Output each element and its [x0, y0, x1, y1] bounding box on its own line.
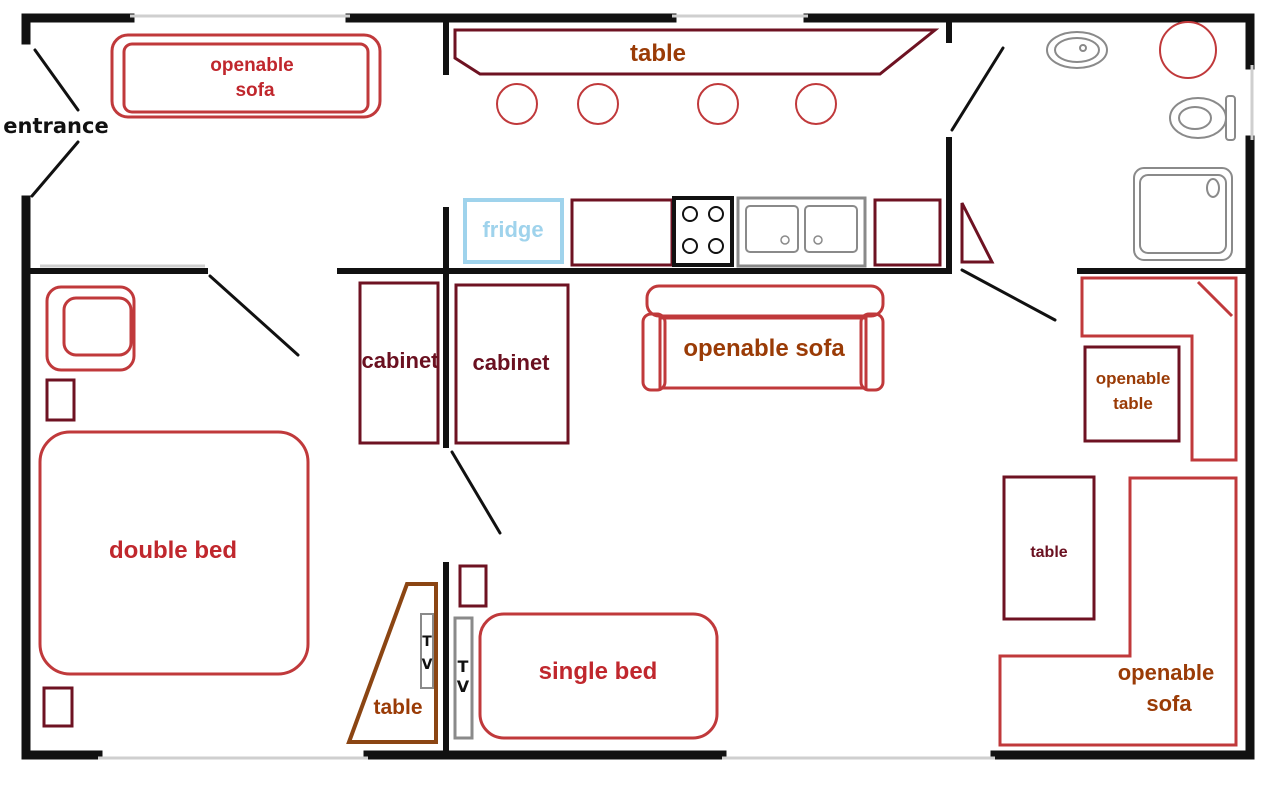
- corner-shelf: [960, 202, 995, 264]
- entrance-label: entrance: [3, 114, 108, 138]
- fridge-label: fridge: [482, 217, 543, 242]
- kitchen-table-label: table: [630, 40, 686, 67]
- sofa-middle-arm-right: [859, 312, 885, 392]
- burner-icon: [682, 238, 698, 254]
- kitchen-cabinet-2: [873, 198, 942, 267]
- shower-drain: [1206, 178, 1220, 198]
- sink-basin-right: [804, 205, 858, 253]
- washbasin-icon: [1046, 31, 1108, 69]
- sofa-top-inner: [122, 42, 370, 114]
- kitchen-cabinet-1: [570, 198, 674, 267]
- small-table-label: table: [1030, 544, 1067, 561]
- tv-right-letter-v: V: [457, 677, 470, 696]
- cabinet-right-label: cabinet: [472, 350, 550, 375]
- triangle-table: [346, 582, 438, 744]
- tv-right-body: [453, 616, 474, 740]
- openable-sofa-middle: [641, 284, 885, 392]
- corner-bench: [1080, 276, 1238, 462]
- openable-sofa-right-label-2: sofa: [1146, 691, 1192, 716]
- openable-sofa-right-label-1: openable: [1118, 660, 1215, 685]
- burner-icon: [708, 206, 724, 222]
- doors: [30, 46, 1057, 535]
- windows: [40, 14, 1254, 760]
- openable-sofa-middle-label: openable sofa: [683, 335, 845, 362]
- door-bedroom: [208, 274, 300, 357]
- fridge: [463, 198, 564, 264]
- stool: [577, 83, 619, 125]
- tv-right: T V: [453, 616, 474, 740]
- shower-tray-inner: [1139, 174, 1227, 254]
- toilet-bowl: [1178, 106, 1212, 130]
- sofa-middle-arm-left: [641, 312, 667, 392]
- interior-walls: [23, 21, 1253, 758]
- sofa-middle-back: [645, 284, 885, 318]
- openable-sofa-top-label-2: sofa: [235, 80, 275, 101]
- kitchen-table: [453, 28, 940, 76]
- door-bathroom: [950, 46, 1005, 132]
- door-entrance-upper: [33, 48, 80, 112]
- stove: [672, 196, 734, 267]
- nightstand: [42, 686, 74, 728]
- corner-bench-diagonal: [1196, 280, 1234, 318]
- drain-icon: [813, 235, 823, 245]
- openable-table-label-2: table: [1113, 394, 1153, 413]
- toilet-tank: [1225, 95, 1236, 141]
- door-hall: [450, 450, 502, 535]
- bathroom-fixtures: [1046, 21, 1236, 261]
- small-cabinet: [458, 564, 488, 608]
- small-table: [1002, 475, 1096, 621]
- sofa-top-outer: [110, 33, 382, 119]
- burner-icon: [682, 206, 698, 222]
- triangle-table-label: table: [373, 696, 422, 719]
- stool: [795, 83, 837, 125]
- cabinet-right: [454, 283, 570, 445]
- stool: [496, 83, 538, 125]
- stove-body: [672, 196, 734, 267]
- openable-table-label-1: openable: [1096, 369, 1171, 388]
- washbasin-bowl: [1054, 37, 1100, 63]
- drain-icon: [780, 235, 790, 245]
- outer-walls: [21, 13, 1255, 760]
- tv-left-body: [420, 613, 434, 689]
- tv-left-letter-v: V: [422, 657, 433, 673]
- kitchen-sink: [736, 196, 867, 268]
- stools: [496, 83, 837, 125]
- sink-basin-left: [745, 205, 799, 253]
- openable-table: [1083, 345, 1181, 443]
- sofa-middle-seat: [658, 316, 868, 390]
- stool: [697, 83, 739, 125]
- tv-right-letter-t: T: [458, 657, 469, 676]
- armchair-inner: [62, 296, 133, 357]
- burner-icon: [708, 238, 724, 254]
- double-bed-label: double bed: [109, 537, 237, 564]
- sink-body: [736, 196, 867, 268]
- door-lounge: [960, 268, 1057, 322]
- openable-sofa-top: [110, 33, 382, 119]
- tv-left-letter-t: T: [422, 634, 432, 650]
- nightstand: [45, 378, 76, 422]
- washbasin-drain: [1079, 44, 1087, 52]
- bidet-icon: [1159, 21, 1217, 79]
- cabinet-left: [358, 281, 440, 445]
- openable-sofa-right: [998, 476, 1238, 747]
- shower-tray-icon: [1133, 167, 1233, 261]
- cabinet-left-label: cabinet: [361, 348, 439, 373]
- armchair-outer: [45, 285, 136, 372]
- double-bed: [38, 430, 310, 676]
- single-bed-label: single bed: [539, 658, 658, 685]
- single-bed: [478, 612, 719, 740]
- door-entrance-lower: [30, 140, 80, 198]
- tv-left: T V: [420, 613, 434, 689]
- openable-sofa-top-label-1: openable: [210, 55, 293, 76]
- armchair: [45, 285, 136, 372]
